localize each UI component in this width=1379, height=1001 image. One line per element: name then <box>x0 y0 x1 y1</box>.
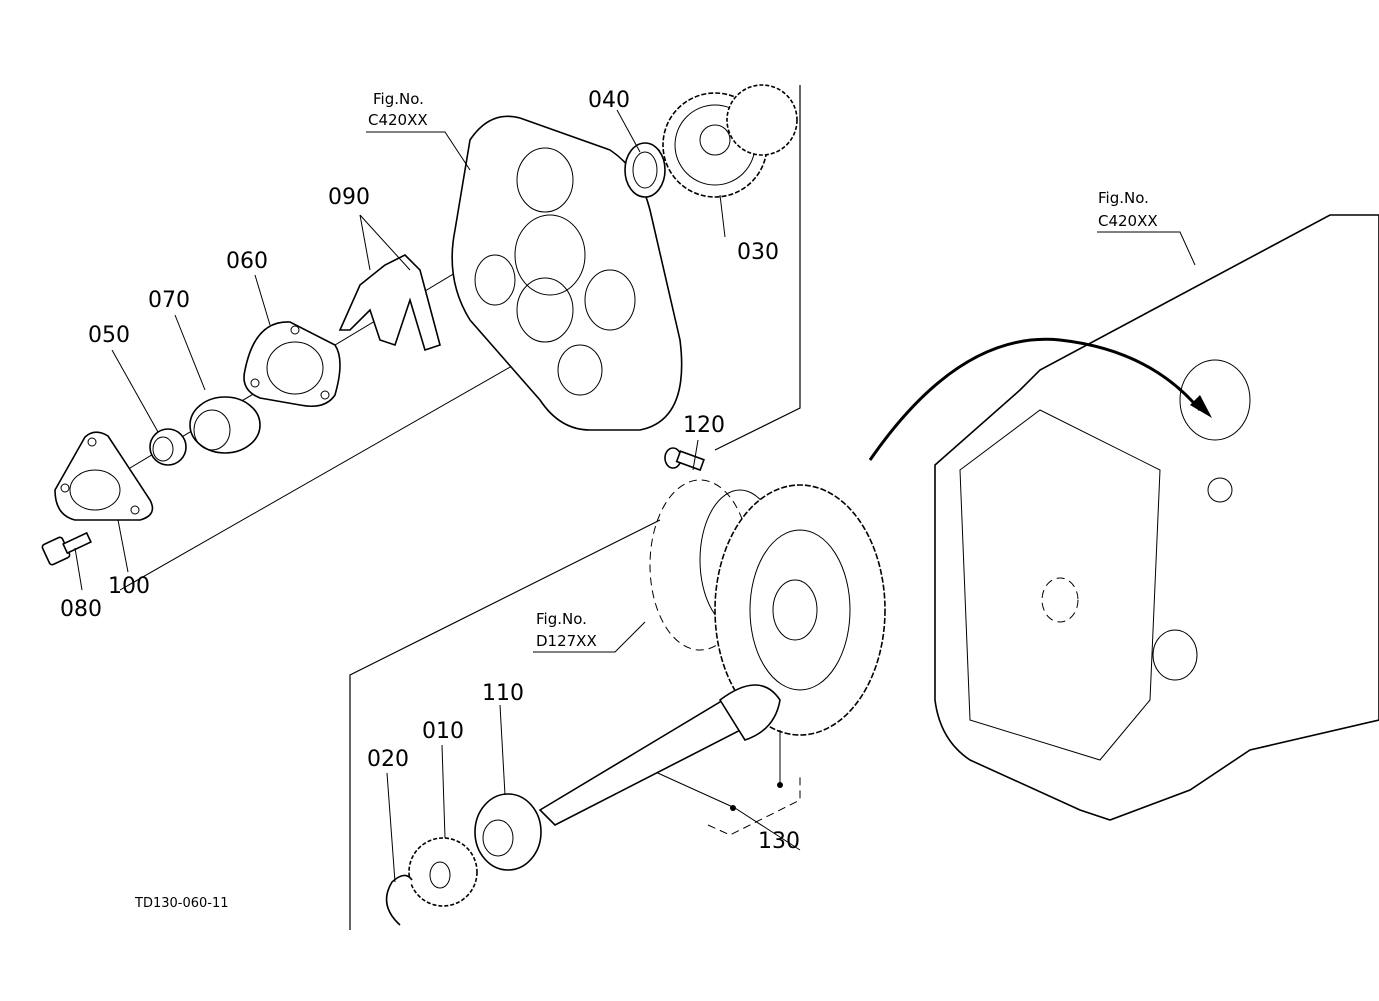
fig-ref-middle-line2: D127XX <box>536 632 597 650</box>
label-080: 080 <box>60 597 102 622</box>
part-110-bearing[interactable] <box>474 793 542 871</box>
label-090: 090 <box>328 185 370 210</box>
part-100-flange-plate[interactable] <box>54 431 154 521</box>
part-070-bearing[interactable] <box>189 396 261 454</box>
label-110: 110 <box>482 681 524 706</box>
part-060-flange[interactable] <box>243 321 341 408</box>
fig-ref-right-line1: Fig.No. <box>1098 189 1149 207</box>
label-010: 010 <box>422 719 464 744</box>
leader-lines <box>74 109 1196 883</box>
part-130-pinion-shaft[interactable] <box>538 684 781 826</box>
part-040-collar[interactable] <box>624 142 666 198</box>
fig-ref-middle-line1: Fig.No. <box>536 610 587 628</box>
label-130: 130 <box>758 829 800 854</box>
label-120: 120 <box>683 413 725 438</box>
part-030-gear[interactable] <box>662 84 798 198</box>
part-120-bolt[interactable] <box>664 447 705 472</box>
label-030: 030 <box>737 240 779 265</box>
part-090-shift-fork[interactable] <box>338 254 441 352</box>
drawing-code: TD130-060-11 <box>134 896 229 911</box>
label-020: 020 <box>367 747 409 772</box>
insertion-arrow <box>868 337 1202 461</box>
part-020-circlip[interactable] <box>385 874 413 926</box>
assembly-axis-lines <box>59 85 801 930</box>
label-100: 100 <box>108 574 150 599</box>
fig-ref-top-line2: C420XX <box>368 111 428 129</box>
label-040: 040 <box>588 88 630 113</box>
label-070: 070 <box>148 288 190 313</box>
fig-ref-right-line2: C420XX <box>1098 212 1158 230</box>
part-010-gear[interactable] <box>408 837 478 907</box>
part-050-oil-seal[interactable] <box>149 428 187 466</box>
label-060: 060 <box>226 249 268 274</box>
label-050: 050 <box>88 323 130 348</box>
transmission-case <box>868 214 1379 821</box>
gear-case-cover <box>451 115 683 431</box>
part-080-bolt[interactable] <box>41 531 92 566</box>
differential-assembly <box>649 479 886 736</box>
fig-ref-top-line1: Fig.No. <box>373 90 424 108</box>
